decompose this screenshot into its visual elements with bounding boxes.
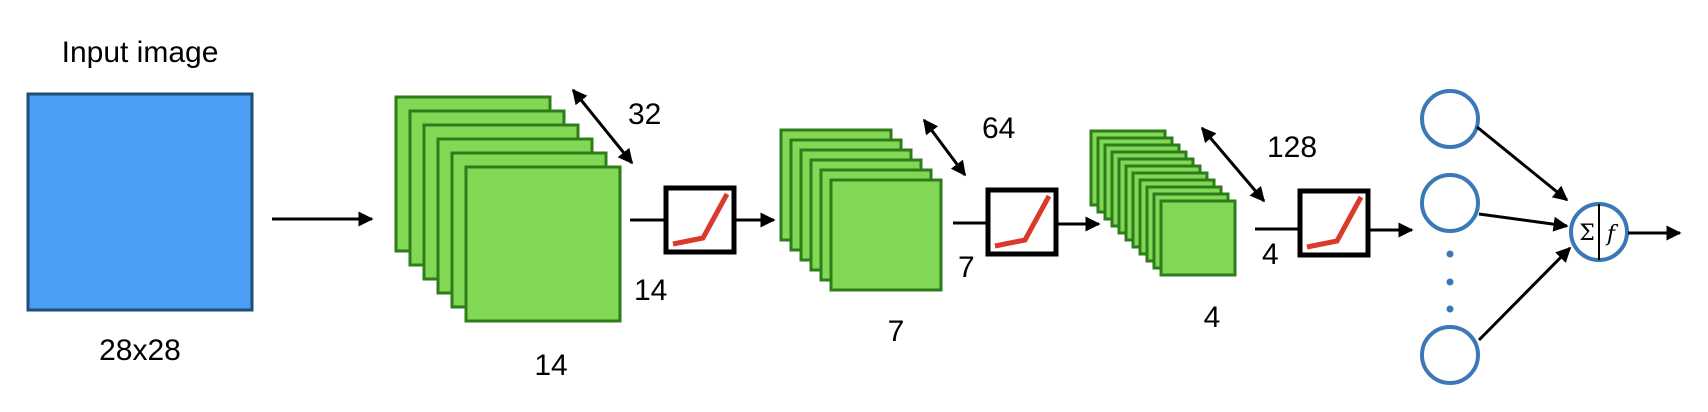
input-node (1420, 173, 1480, 233)
width-label-1: 14 (634, 274, 667, 307)
input-node (1420, 325, 1480, 385)
conv-block-3: 128 4 4 (1089, 126, 1317, 334)
sum-symbol: Σ (1579, 221, 1595, 246)
input-node (1420, 89, 1480, 149)
input-image-group: Input image 28x28 (26, 36, 254, 367)
edge-node2-to-neuron (1478, 212, 1569, 232)
feature-map-stack-3 (1089, 129, 1237, 277)
ellipsis-dot (1446, 305, 1454, 313)
height-label-3: 4 (1204, 301, 1221, 334)
feature-map-stack-2 (779, 128, 943, 292)
relu-icon (994, 194, 1052, 249)
depth-arrow-3 (1200, 126, 1266, 203)
relu-box-1 (663, 185, 737, 255)
output-neuron: Σ f (1569, 202, 1629, 262)
feature-map (464, 165, 622, 323)
edge-node1-to-neuron (1476, 125, 1569, 202)
relu-box-3 (1297, 188, 1371, 258)
depth-label-1: 32 (628, 98, 661, 131)
height-label-1: 14 (534, 349, 567, 382)
dense-input-nodes (1420, 89, 1480, 385)
edge-node3-to-neuron (1477, 246, 1572, 342)
ellipsis-dot (1446, 278, 1454, 286)
depth-label-2: 64 (982, 112, 1015, 145)
ellipsis-dot (1446, 250, 1454, 258)
relu-box-2 (985, 187, 1059, 257)
input-size-label: 28x28 (99, 334, 181, 367)
depth-arrow-2 (922, 118, 967, 177)
feature-map (829, 178, 943, 292)
input-image-square (26, 92, 254, 312)
conv-block-2: 64 7 7 (779, 112, 1015, 348)
depth-arrow-1 (571, 88, 634, 165)
relu-icon (672, 192, 730, 247)
conv-block-1: 32 14 14 (394, 88, 667, 382)
feature-map (1159, 199, 1237, 277)
width-label-2: 7 (958, 251, 975, 284)
depth-label-3: 128 (1267, 131, 1317, 164)
feature-map-stack-1 (394, 95, 622, 323)
input-title: Input image (62, 36, 219, 69)
height-label-2: 7 (888, 315, 905, 348)
relu-icon (1306, 195, 1364, 250)
width-label-3: 4 (1262, 238, 1279, 271)
